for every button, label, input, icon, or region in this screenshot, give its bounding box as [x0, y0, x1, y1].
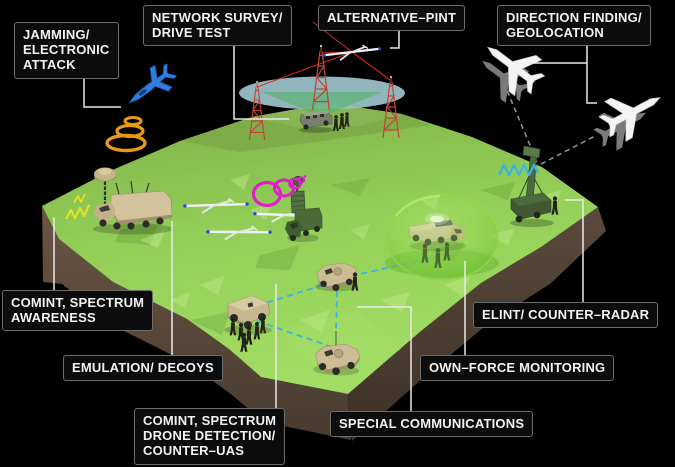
own-force-dome [385, 193, 499, 281]
noise-squiggle-icon [65, 193, 91, 220]
terrain-dirt-southwest [42, 206, 351, 440]
connector-alternative-pint [390, 28, 400, 49]
label-special-comms: SPECIAL COMMUNICATIONS [330, 411, 534, 438]
fighter-jet-icon [128, 63, 177, 104]
connector-direction-finding [529, 43, 597, 104]
label-direction-finding: DIRECTION FINDING/ GEOLOCATION [497, 5, 651, 47]
connector-network-survey [233, 43, 289, 120]
dome-shell [385, 193, 499, 281]
terrain-top [42, 103, 598, 394]
spiral-signal-icon [251, 175, 307, 208]
connector-elint [565, 199, 584, 302]
survey-van-icon [299, 110, 333, 133]
zigzag-signal-icon [498, 163, 539, 177]
sigint-truck-icon [93, 167, 173, 235]
label-counter-uas: COMINT, SPECTRUM DRONE DETECTION/ COUNTE… [134, 408, 286, 465]
label-network-survey: NETWORK SURVEY/ DRIVE TEST [143, 5, 292, 47]
coverage-cone [262, 92, 382, 117]
label-connectors [53, 28, 597, 411]
label-alternative-pint: ALTERNATIVE–PINT [318, 5, 466, 32]
label-elint: ELINT/ COUNTER–RADAR [473, 302, 659, 329]
mushroom-antenna-icon [94, 167, 116, 205]
connector-special-comms [357, 306, 412, 411]
label-own-force: OWN–FORCE MONITORING [420, 355, 615, 382]
label-comint-awareness: COMINT, SPECTRUM AWARENESS [2, 290, 154, 332]
antenna-truck-icon [285, 175, 323, 242]
label-emulation: EMULATION/ DECOYS [63, 355, 223, 382]
label-jamming: JAMMING/ ELECTRONIC ATTACK [14, 22, 119, 79]
jamming-coil-icon [105, 116, 147, 153]
connector-jamming [83, 77, 121, 108]
